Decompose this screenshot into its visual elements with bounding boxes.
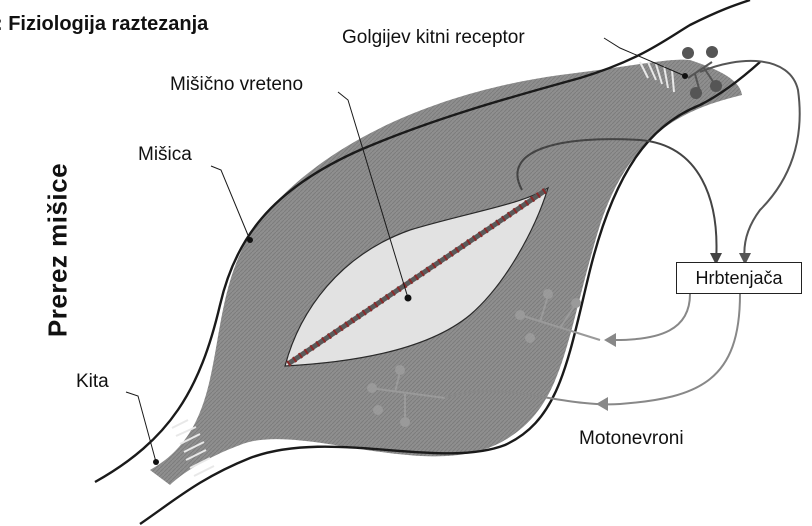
label-golgi-receptor: Golgijev kitni receptor xyxy=(342,28,525,47)
diagram-title: : Fiziologija raztezanja xyxy=(0,13,208,36)
label-motoneurons: Motonevroni xyxy=(579,429,684,448)
label-spinal-cord: Hrbtenjača xyxy=(695,268,782,289)
arrowhead-motoneuron-lower xyxy=(596,397,608,411)
vertical-section-label: Prerez mišice xyxy=(43,163,74,337)
arrowhead-motoneuron-upper xyxy=(604,333,616,347)
nerve-motoneuron-upper xyxy=(615,294,690,340)
label-muscle: Mišica xyxy=(138,145,192,164)
label-muscle-spindle: Mišično vreteno xyxy=(170,75,303,94)
spinal-cord-box: Hrbtenjača xyxy=(676,262,802,294)
label-tendon: Kita xyxy=(76,372,109,391)
